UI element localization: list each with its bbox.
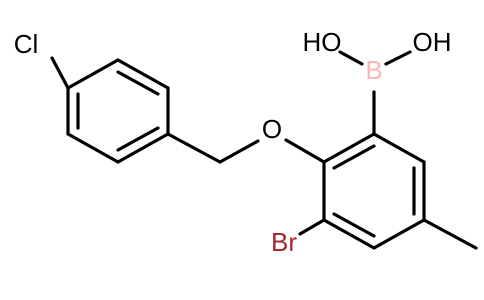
bond-ring-br [298,218,326,236]
atom-br: Br [271,227,297,257]
aromatic-bond [116,126,160,152]
aromatic-bond [332,144,376,170]
bond-c-cl [50,56,70,90]
aromatic-bond [116,70,160,96]
bond-b-oh-right [384,50,412,66]
bond-b-oh-left [338,50,364,66]
bond [116,58,170,90]
bond [66,58,120,90]
chlorophenyl-ring [66,58,170,164]
bond [372,132,426,164]
atom-b: B [365,55,382,85]
bond [66,132,120,164]
bond-ring-methyl [422,218,478,250]
bond-ring-ch2 [166,132,222,164]
aromatic-bond [332,212,376,238]
bond [372,218,426,250]
bond [322,218,376,250]
bond-o-ring [284,138,326,164]
bond [322,132,376,164]
atom-o-ether: O [262,114,282,144]
atom-oh-left: HO [303,27,342,57]
atom-cl: Cl [14,29,39,59]
bond-ch2-o [218,139,260,164]
benzene-ring [322,132,426,250]
atom-oh-right: OH [413,27,452,57]
bond [116,132,170,164]
